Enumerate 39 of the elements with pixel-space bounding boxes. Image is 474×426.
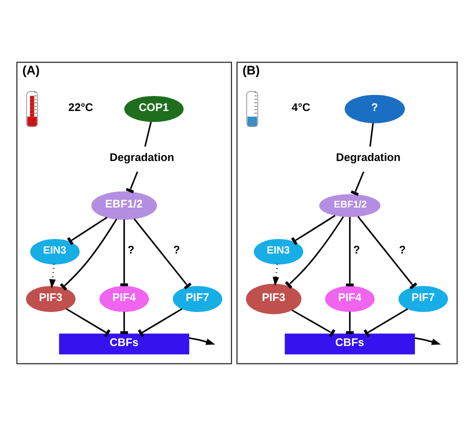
connector	[346, 312, 354, 334]
arrow	[414, 337, 441, 345]
node-ellipse: COP1	[124, 96, 184, 122]
arrow	[49, 264, 56, 289]
connector	[126, 171, 138, 194]
node-box: CBFs	[284, 334, 415, 354]
node-text: Degradation	[110, 152, 174, 164]
connector	[284, 216, 344, 289]
connector	[67, 216, 108, 246]
connector	[364, 308, 408, 338]
node-ellipse: PIF4	[325, 286, 375, 312]
connector	[60, 218, 118, 291]
node-ellipse: PIF7	[398, 286, 448, 312]
edge-label: ?	[128, 244, 134, 257]
connector	[346, 217, 354, 286]
arrow	[188, 337, 216, 345]
connector	[138, 308, 182, 338]
connector	[292, 309, 336, 338]
connector	[120, 312, 128, 334]
node-label: 22°C	[68, 102, 94, 114]
connector	[134, 218, 192, 290]
node-ellipse: PIF7	[172, 286, 222, 312]
arrow	[272, 264, 280, 286]
node-text: Degradation	[336, 152, 401, 164]
connector	[291, 214, 336, 246]
edge-label: ?	[398, 244, 406, 257]
node-ellipse: EBF1/2	[91, 191, 157, 220]
node-ellipse: EBF1/2	[319, 194, 380, 218]
node-box: CBFs	[59, 334, 190, 354]
connector	[350, 171, 364, 196]
edge-label: ?	[353, 244, 360, 257]
connector	[66, 308, 110, 338]
connector	[144, 122, 152, 147]
node-label: 4°C	[292, 102, 310, 114]
connector	[357, 216, 418, 290]
edge-label: ?	[173, 244, 180, 257]
node-ellipse: PIF4	[99, 286, 149, 312]
connector	[369, 122, 374, 147]
node-ellipse: ?	[344, 94, 405, 124]
